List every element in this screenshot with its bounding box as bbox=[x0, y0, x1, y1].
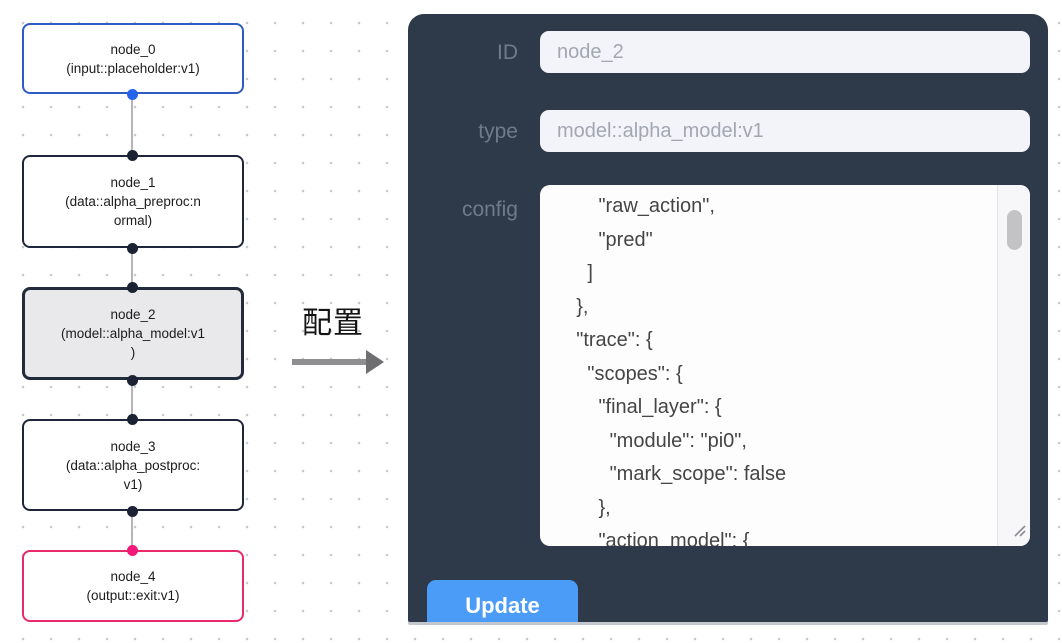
config-textarea[interactable]: "raw_action", "pred" ] }, "trace": { "sc… bbox=[540, 185, 1030, 546]
config-scrollbar-thumb[interactable] bbox=[1007, 210, 1022, 250]
port-node3-in[interactable] bbox=[126, 413, 138, 425]
right-arrow-icon bbox=[286, 350, 384, 374]
node-config-panel: ID type config "raw_action", "pred" ] },… bbox=[408, 14, 1048, 622]
node-subtitle: ormal) bbox=[113, 213, 153, 228]
update-button[interactable]: Update bbox=[427, 580, 578, 622]
id-input[interactable] bbox=[540, 31, 1030, 73]
transfer-label: 配置 bbox=[302, 307, 364, 340]
node-subtitle: (data::alpha_postproc: bbox=[65, 457, 201, 473]
node-title: node_2 bbox=[110, 307, 156, 322]
config-json-content[interactable]: "raw_action", "pred" ] }, "trace": { "sc… bbox=[576, 195, 787, 546]
graph-node-node_1[interactable]: node_1 (data::alpha_preproc:n ormal) bbox=[22, 155, 244, 248]
node-subtitle: (output::exit:v1) bbox=[86, 588, 180, 603]
edge-node3-node4 bbox=[131, 511, 133, 550]
node-subtitle: (data::alpha_preproc:n bbox=[65, 194, 201, 209]
port-node3-out[interactable] bbox=[126, 505, 138, 517]
node-title: node_0 bbox=[110, 41, 156, 57]
edge-node0-node1 bbox=[131, 94, 133, 155]
node-subtitle: ) bbox=[130, 345, 136, 360]
port-node2-in[interactable] bbox=[126, 281, 138, 293]
port-node2-out[interactable] bbox=[126, 374, 138, 386]
port-node1-in[interactable] bbox=[126, 149, 138, 161]
port-node4-in[interactable] bbox=[126, 544, 138, 556]
port-node1-out[interactable] bbox=[126, 242, 138, 254]
resize-grip-icon[interactable] bbox=[1011, 522, 1027, 543]
graph-node-node_4[interactable]: node_4 (output::exit:v1) bbox=[22, 550, 244, 622]
node-subtitle: v1) bbox=[123, 476, 143, 492]
id-field-label: ID bbox=[497, 41, 518, 64]
node-subtitle: (model::alpha_model:v1 bbox=[60, 326, 206, 341]
config-field-label: config bbox=[461, 198, 518, 221]
graph-node-node_3[interactable]: node_3 (data::alpha_postproc: v1) bbox=[22, 419, 244, 511]
transfer-annotation: 配置 bbox=[286, 298, 384, 374]
port-node0-out[interactable] bbox=[126, 88, 138, 100]
config-scrollbar[interactable] bbox=[997, 185, 1030, 546]
edge-node1-node2 bbox=[131, 248, 133, 287]
type-field-label: type bbox=[478, 120, 518, 143]
edge-node2-node3 bbox=[131, 380, 133, 419]
graph-node-node_0[interactable]: node_0 (input::placeholder:v1) bbox=[22, 23, 244, 94]
node-title: node_3 bbox=[110, 438, 156, 454]
graph-node-node_2-selected[interactable]: node_2 (model::alpha_model:v1 ) bbox=[22, 287, 244, 380]
type-input[interactable] bbox=[540, 110, 1030, 152]
node-title: node_4 bbox=[110, 569, 156, 584]
node-subtitle: (input::placeholder:v1) bbox=[66, 60, 200, 76]
node-title: node_1 bbox=[110, 175, 156, 190]
